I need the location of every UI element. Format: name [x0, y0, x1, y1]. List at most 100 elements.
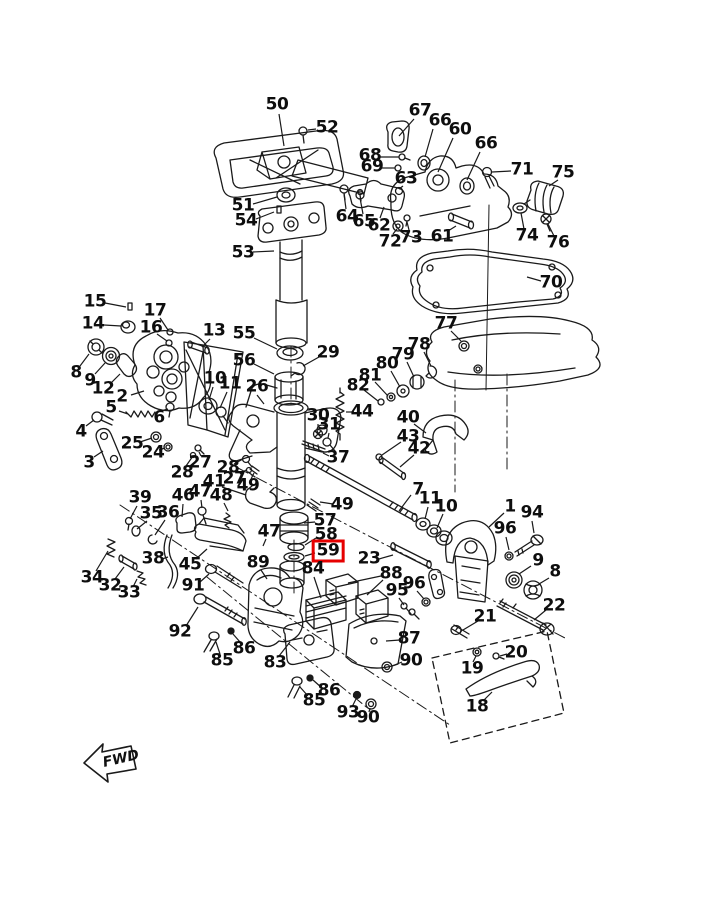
- part-callout-2[interactable]: 2: [116, 386, 128, 407]
- part-callout-84[interactable]: 84: [301, 558, 325, 579]
- part-callout-50[interactable]: 50: [265, 94, 289, 115]
- part-callout-55[interactable]: 55: [232, 323, 256, 344]
- part-callout-44[interactable]: 44: [350, 401, 374, 422]
- part-callout-90[interactable]: 90: [356, 707, 380, 728]
- part-callout-68[interactable]: 68: [358, 145, 382, 166]
- part-callout-30[interactable]: 30: [306, 405, 330, 426]
- part-callout-92[interactable]: 92: [168, 621, 192, 642]
- part-callout-45[interactable]: 45: [178, 554, 202, 575]
- part-callout-56[interactable]: 56: [232, 350, 256, 371]
- part-callout-90[interactable]: 90: [399, 650, 423, 671]
- part-callout-72[interactable]: 72: [378, 231, 402, 252]
- part-callout-14[interactable]: 14: [81, 313, 105, 334]
- part-callout-7[interactable]: 7: [412, 479, 424, 500]
- part-callout-71[interactable]: 71: [510, 159, 534, 180]
- part-callout-79[interactable]: 79: [391, 344, 415, 365]
- part-callout-57[interactable]: 57: [313, 510, 337, 531]
- part-callout-65[interactable]: 65: [352, 211, 376, 232]
- part-callout-19[interactable]: 19: [460, 658, 484, 679]
- part-callout-15[interactable]: 15: [83, 291, 107, 312]
- part-callout-38[interactable]: 38: [141, 548, 165, 569]
- part-callout-16[interactable]: 16: [139, 317, 163, 338]
- part-callout-69[interactable]: 69: [360, 156, 384, 177]
- part-callout-77[interactable]: 77: [434, 313, 458, 334]
- part-callout-35[interactable]: 35: [139, 503, 163, 524]
- part-callout-49[interactable]: 49: [330, 494, 354, 515]
- part-callout-80[interactable]: 80: [375, 353, 399, 374]
- part-callout-66[interactable]: 66: [428, 110, 452, 131]
- part-callout-28[interactable]: 28: [216, 457, 240, 478]
- part-callout-87[interactable]: 87: [397, 628, 421, 649]
- part-callout-62[interactable]: 62: [367, 215, 391, 236]
- part-callout-86[interactable]: 86: [317, 680, 341, 701]
- part-callout-85[interactable]: 85: [210, 650, 234, 671]
- part-callout-9[interactable]: 9: [84, 370, 96, 391]
- part-callout-67[interactable]: 67: [408, 100, 432, 121]
- part-callout-91[interactable]: 91: [181, 575, 205, 596]
- part-callout-36[interactable]: 36: [156, 502, 180, 523]
- part-callout-22[interactable]: 22: [542, 595, 566, 616]
- part-callout-6[interactable]: 6: [153, 407, 165, 428]
- part-callout-10[interactable]: 10: [203, 368, 227, 389]
- part-callout-81[interactable]: 81: [358, 365, 382, 386]
- part-callout-76[interactable]: 76: [546, 232, 570, 253]
- part-callout-1[interactable]: 1: [504, 496, 516, 517]
- part-callout-47[interactable]: 47: [257, 521, 281, 542]
- part-callout-70[interactable]: 70: [539, 272, 563, 293]
- part-callout-75[interactable]: 75: [551, 162, 575, 183]
- part-callout-24[interactable]: 24: [141, 442, 165, 463]
- part-callout-88[interactable]: 88: [379, 563, 403, 584]
- part-callout-47[interactable]: 47: [188, 481, 212, 502]
- part-callout-4[interactable]: 4: [75, 421, 87, 442]
- part-callout-11[interactable]: 11: [218, 373, 242, 394]
- part-callout-53[interactable]: 53: [231, 242, 255, 263]
- part-callout-42[interactable]: 42: [407, 438, 431, 459]
- part-callout-31[interactable]: 31: [317, 414, 341, 435]
- part-callout-96[interactable]: 96: [402, 573, 426, 594]
- part-callout-60[interactable]: 60: [448, 119, 472, 140]
- part-callout-11[interactable]: 11: [418, 488, 442, 509]
- part-callout-37[interactable]: 37: [326, 447, 350, 468]
- part-callout-40[interactable]: 40: [396, 407, 420, 428]
- part-callout-73[interactable]: 73: [399, 227, 423, 248]
- part-callout-27[interactable]: 27: [222, 468, 246, 489]
- part-callout-48[interactable]: 48: [209, 485, 233, 506]
- part-callout-94[interactable]: 94: [520, 502, 544, 523]
- part-callout-51[interactable]: 51: [231, 195, 255, 216]
- part-callout-83[interactable]: 83: [263, 652, 287, 673]
- part-callout-78[interactable]: 78: [407, 334, 431, 355]
- part-callout-18[interactable]: 18: [465, 696, 489, 717]
- part-callout-10[interactable]: 10: [434, 496, 458, 517]
- part-callout-96[interactable]: 96: [493, 518, 517, 539]
- part-callout-63[interactable]: 63: [394, 168, 418, 189]
- part-callout-34[interactable]: 34: [80, 567, 104, 588]
- part-callout-8[interactable]: 8: [70, 362, 82, 383]
- part-callout-86[interactable]: 86: [232, 638, 256, 659]
- part-callout-85[interactable]: 85: [302, 690, 326, 711]
- part-callout-13[interactable]: 13: [202, 320, 226, 341]
- part-callout-25[interactable]: 25: [120, 433, 144, 454]
- part-callout-58[interactable]: 58: [314, 524, 338, 545]
- part-callout-32[interactable]: 32: [98, 575, 122, 596]
- part-callout-54[interactable]: 54: [234, 210, 258, 231]
- part-callout-3[interactable]: 3: [83, 452, 95, 473]
- part-callout-17[interactable]: 17: [143, 300, 167, 321]
- part-callout-12[interactable]: 12: [91, 378, 115, 399]
- part-callout-29[interactable]: 29: [316, 342, 340, 363]
- part-callout-52[interactable]: 52: [315, 117, 339, 138]
- part-callout-49[interactable]: 49: [236, 475, 260, 496]
- part-callout-95[interactable]: 95: [385, 580, 409, 601]
- part-callout-21[interactable]: 21: [473, 606, 497, 627]
- part-callout-93[interactable]: 93: [336, 702, 360, 723]
- part-callout-89[interactable]: 89: [246, 552, 270, 573]
- part-callout-28[interactable]: 28: [170, 462, 194, 483]
- part-callout-64[interactable]: 64: [335, 206, 359, 227]
- part-callout-66[interactable]: 66: [474, 133, 498, 154]
- part-callout-39[interactable]: 39: [128, 487, 152, 508]
- part-callout-23[interactable]: 23: [357, 548, 381, 569]
- part-callout-9[interactable]: 9: [532, 550, 544, 571]
- part-callout-27[interactable]: 27: [188, 452, 212, 473]
- part-callout-5[interactable]: 5: [105, 397, 117, 418]
- part-callout-20[interactable]: 20: [504, 642, 528, 663]
- part-callout-41[interactable]: 41: [202, 471, 226, 492]
